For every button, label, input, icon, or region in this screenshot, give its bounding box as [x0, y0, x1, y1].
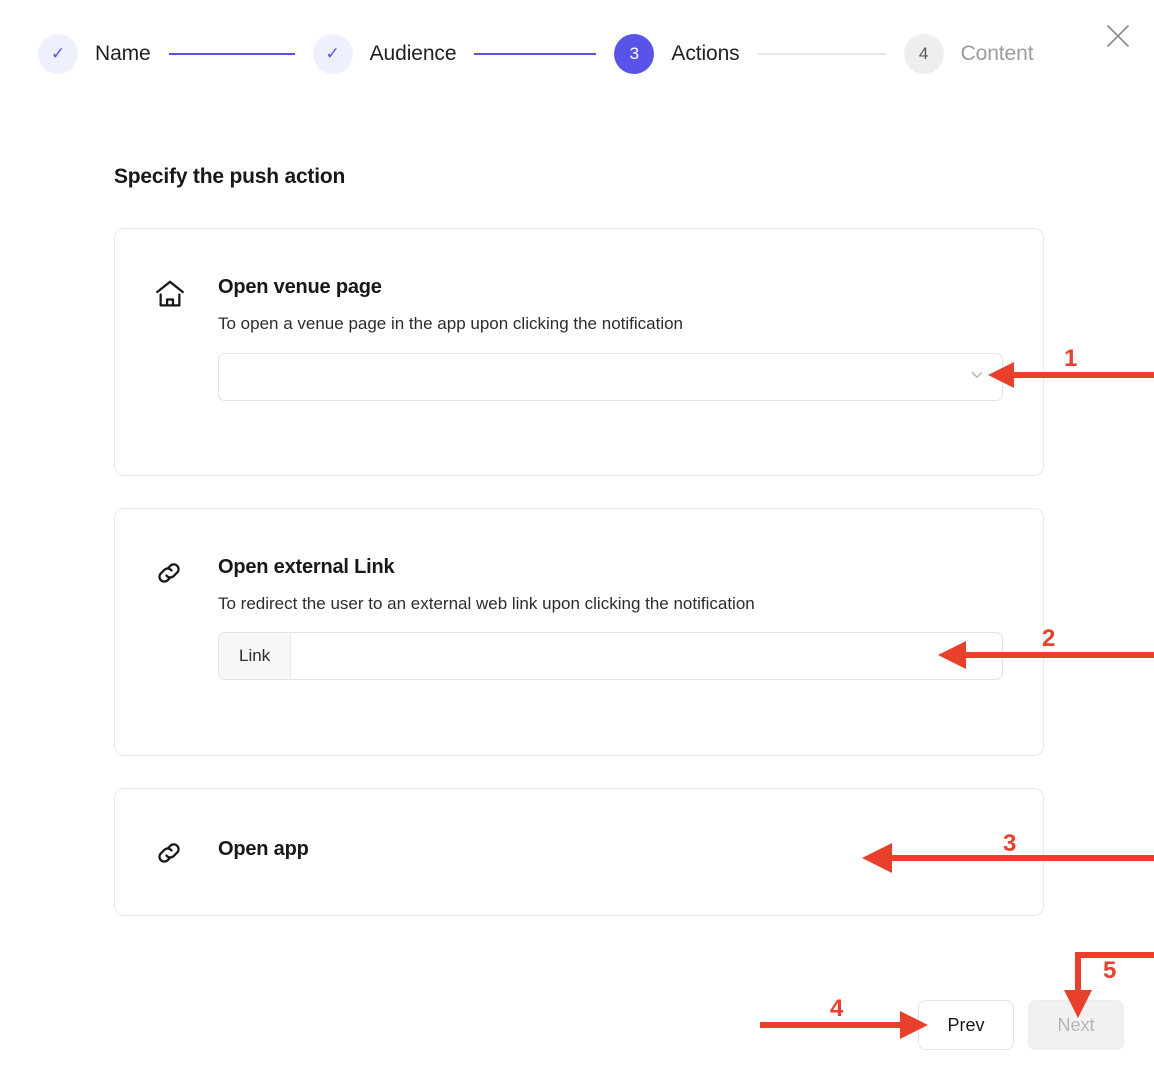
link-icon — [153, 557, 185, 594]
stepper-connector-1 — [168, 53, 295, 55]
page-title: Specify the push action — [114, 165, 346, 188]
wizard-stepper: ✓ Name ✓ Audience 3 Actions 4 Content — [0, 0, 1154, 108]
stepper-step-actions[interactable]: 3 Actions — [614, 34, 740, 74]
close-icon[interactable] — [1100, 18, 1136, 54]
action-card-open-venue-page[interactable]: Open venue page To open a venue page in … — [114, 228, 1044, 476]
step-marker-audience: ✓ — [312, 34, 353, 74]
step-marker-content: 4 — [903, 34, 944, 74]
link-icon — [153, 837, 185, 874]
next-button[interactable]: Next — [1028, 1000, 1124, 1050]
home-icon — [153, 277, 187, 316]
link-input-addon-label: Link — [219, 633, 292, 679]
stepper-connector-2 — [474, 53, 597, 55]
step-label-content: Content — [960, 42, 1034, 65]
annotation-number-2: 2 — [1042, 625, 1056, 652]
venue-select[interactable] — [218, 353, 1003, 401]
step-label-audience: Audience — [369, 42, 457, 65]
card-title-open-external-link: Open external Link — [218, 556, 395, 578]
action-card-open-app[interactable]: Open app — [114, 788, 1044, 916]
step-marker-name: ✓ — [38, 34, 78, 74]
prev-button[interactable]: Prev — [918, 1000, 1014, 1050]
card-title-open-app: Open app — [218, 838, 309, 860]
annotation-number-1: 1 — [1064, 345, 1078, 372]
stepper-step-audience[interactable]: ✓ Audience — [312, 34, 457, 74]
step-marker-actions: 3 — [614, 34, 655, 74]
card-description-open-external-link: To redirect the user to an external web … — [218, 594, 755, 613]
annotation-number-5: 5 — [1103, 957, 1117, 984]
link-input[interactable] — [291, 633, 1002, 679]
step-label-actions: Actions — [671, 42, 740, 65]
card-description-open-venue-page: To open a venue page in the app upon cli… — [218, 314, 684, 333]
stepper-connector-3 — [757, 53, 886, 55]
step-label-name: Name — [95, 42, 151, 65]
card-title-open-venue-page: Open venue page — [218, 276, 382, 298]
link-input-group[interactable]: Link — [218, 632, 1003, 680]
wizard-footer-actions: Prev Next — [0, 1000, 1154, 1050]
action-card-open-external-link[interactable]: Open external Link To redirect the user … — [114, 508, 1044, 756]
stepper-step-name[interactable]: ✓ Name — [38, 34, 151, 74]
stepper-step-content[interactable]: 4 Content — [903, 34, 1034, 74]
chevron-down-icon[interactable] — [968, 366, 986, 389]
